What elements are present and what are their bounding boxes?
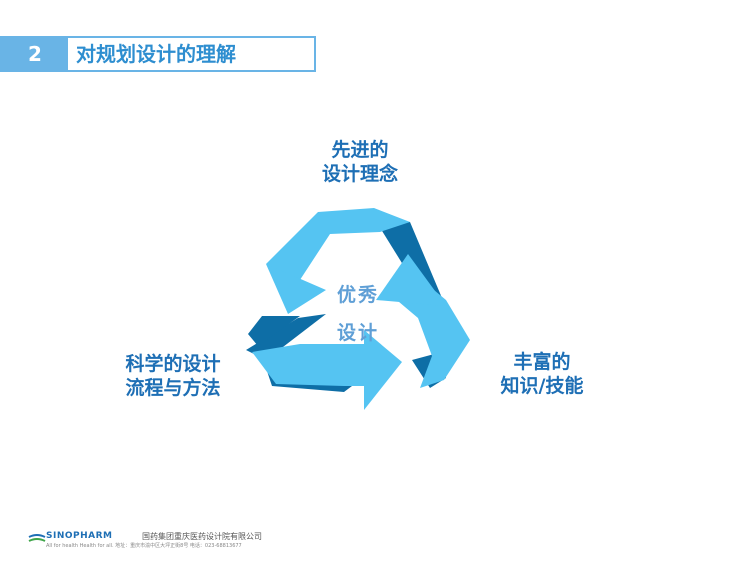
arrow-band-bottom: [252, 344, 372, 386]
arrowhead-top: [266, 264, 326, 314]
arrow-band-left-shade: [246, 314, 326, 360]
label-line: 知识/技能: [500, 375, 584, 397]
label-line: 丰富的: [513, 351, 571, 373]
label-line: 设计理念: [321, 163, 398, 185]
label-scientific-design-process: 科学的设计 流程与方法: [108, 352, 238, 400]
label-line: 先进的: [331, 139, 389, 161]
arrowhead-bottom: [364, 330, 402, 410]
arrow-band-left-shade-2: [248, 316, 300, 346]
footer-company: 国药集团重庆医药设计院有限公司: [142, 532, 262, 541]
arrowhead-right: [376, 254, 446, 306]
label-rich-knowledge-skills: 丰富的 知识/技能: [482, 350, 602, 398]
section-title: 对规划设计的理解: [76, 42, 236, 66]
label-advanced-design-concept: 先进的 设计理念: [300, 138, 420, 186]
section-number: 2: [2, 38, 68, 70]
arrow-band-top: [266, 208, 410, 286]
footer-tagline: All for health Health for all. 地址：重庆市渝中区…: [46, 543, 242, 549]
center-text-line-2: 设计: [336, 322, 379, 344]
label-line: 科学的设计: [125, 353, 221, 375]
sinopharm-logo-icon: [28, 534, 46, 542]
label-line: 流程与方法: [125, 377, 221, 399]
footer-brand: SINOPHARM: [46, 531, 113, 541]
center-text-line-1: 优秀: [336, 284, 379, 306]
section-header: 2 对规划设计的理解: [0, 36, 316, 72]
